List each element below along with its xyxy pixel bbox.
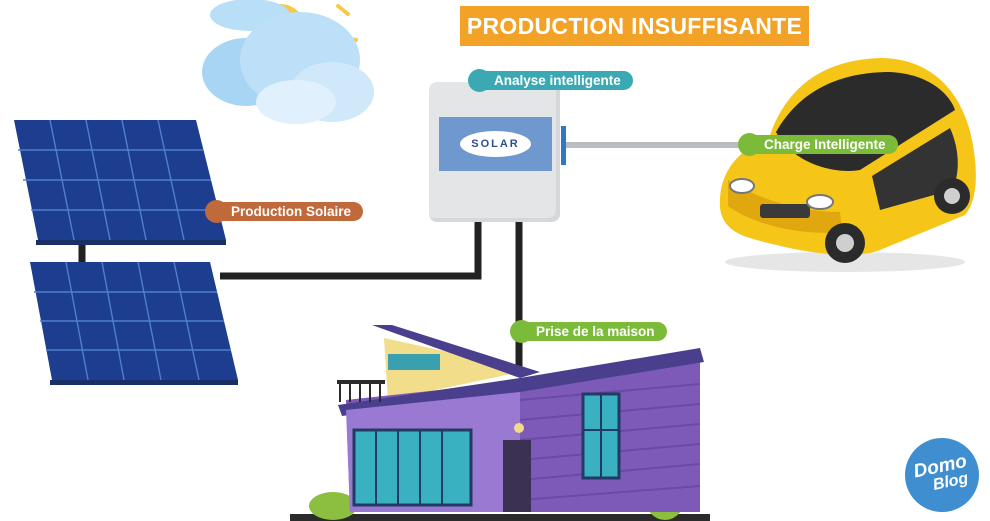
label-analyse: Analyse intelligente bbox=[468, 69, 633, 92]
label-production: Production Solaire bbox=[205, 200, 364, 223]
solar-panel-bottom bbox=[30, 261, 238, 385]
label-prise: Prise de la maison bbox=[510, 320, 667, 343]
label-dot bbox=[510, 320, 533, 343]
solar-panel-top bbox=[14, 119, 226, 245]
label-dot bbox=[738, 133, 761, 156]
title-banner: PRODUCTION INSUFFISANTE bbox=[460, 6, 809, 46]
label-charge: Charge Intelligente bbox=[738, 133, 898, 156]
label-dot bbox=[205, 200, 228, 223]
solar-logo: SOLAR bbox=[460, 131, 531, 157]
inverter-port bbox=[561, 126, 566, 165]
house bbox=[290, 325, 710, 521]
sun-cloud-icon bbox=[202, 0, 374, 124]
electric-car bbox=[719, 58, 976, 272]
label-dot bbox=[468, 69, 491, 92]
